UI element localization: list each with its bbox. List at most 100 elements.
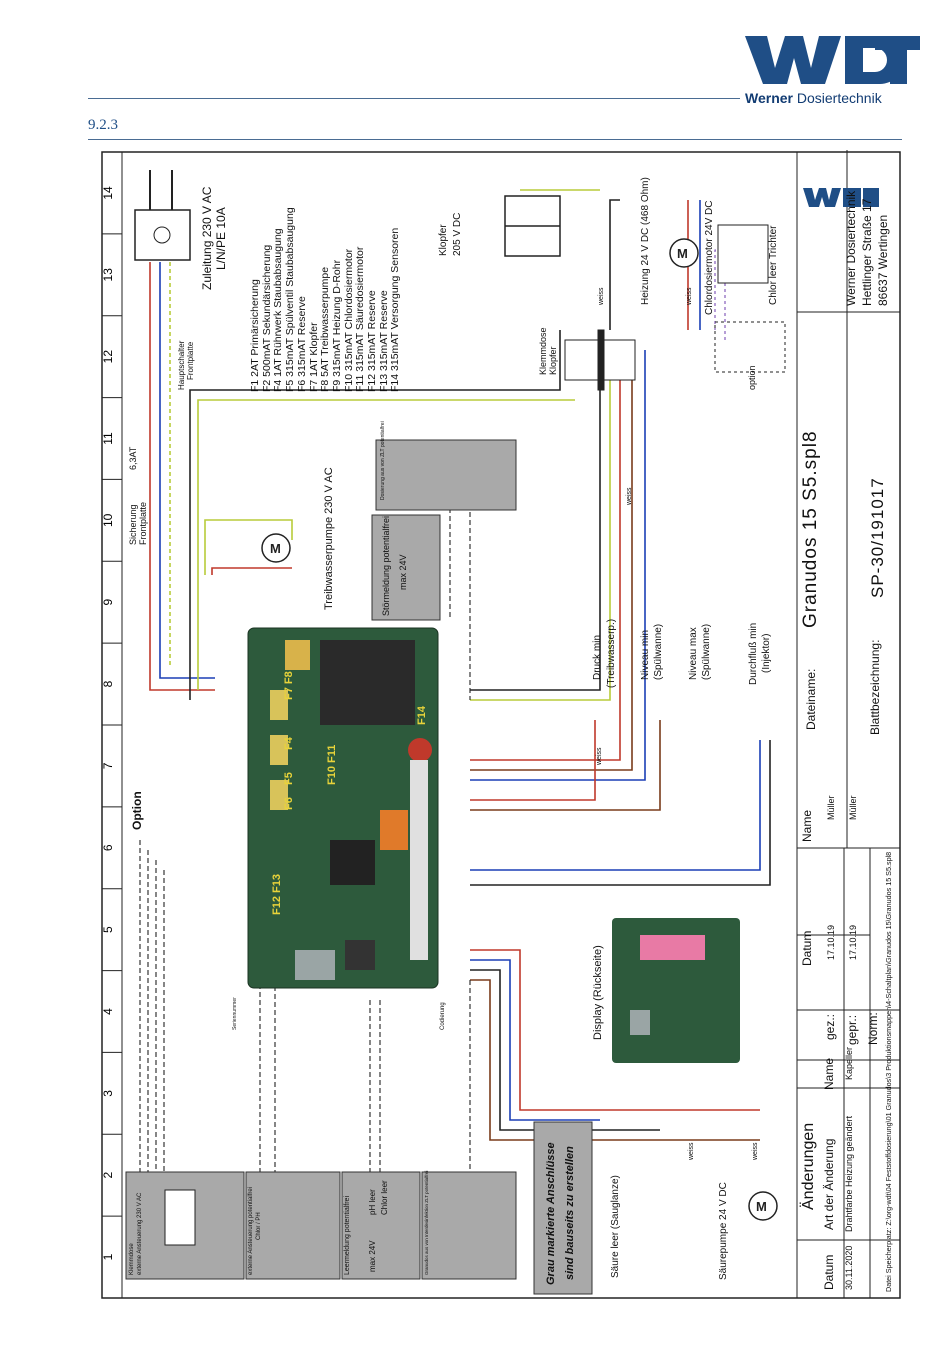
tb-gez-name: Müller	[826, 795, 836, 820]
display-pcb-photo	[612, 918, 740, 1063]
label-max24v2: max 24V	[368, 1240, 377, 1272]
label-saeure-leer: Säure leer (Sauglanze)	[610, 1175, 621, 1278]
tb-city: 86637 Wertingen	[876, 214, 890, 306]
label-codierung: Codierung	[440, 1002, 446, 1030]
grey-boxes	[125, 439, 593, 1295]
label-sicherung: Sicherung	[128, 504, 138, 545]
tb-dateiname-label: Dateiname:	[804, 668, 818, 730]
grid-column-number: 3	[101, 1090, 115, 1097]
label-weiss-2: weiss	[686, 287, 693, 305]
tb-street: Hettlinger Straße 17	[860, 198, 874, 306]
tb-name-col: Name	[822, 1057, 836, 1090]
tb-change-name: Kapeller	[844, 1046, 854, 1080]
tb-gepr: gepr.:	[845, 1014, 859, 1045]
klemmdose-klopfer	[564, 329, 636, 391]
fuse-line: F9 315mAT Heizung D-Rohr	[330, 259, 343, 392]
tb-change-date: 30.11.2020	[844, 1245, 854, 1290]
label-spuelwanne2: (Spülwanne)	[701, 623, 712, 680]
label-klopfer-v: 205 V DC	[452, 212, 463, 256]
motor-symbols	[261, 238, 778, 1221]
fuse-line: F6 315mAT Reserve	[295, 296, 308, 392]
label-weiss-6: weiss	[752, 1142, 759, 1160]
tb-aenderungen: Änderungen	[800, 1122, 817, 1210]
title-block-logo	[803, 188, 879, 207]
grid-column-number: 2	[101, 1172, 115, 1179]
label-klemmdose-klopfer: Klopfer	[548, 346, 558, 375]
klopfer-symbol	[504, 195, 561, 257]
controller-pcb: F7 F8 F4 F5 F6 F10 F11 F14 F12 F13	[247, 627, 439, 989]
tb-dateiname: Granudos 15 S5.spl8	[800, 430, 821, 628]
svg-text:M: M	[677, 246, 688, 261]
label-display: Display (Rückseite)	[592, 945, 604, 1040]
label-klopfer: Klopfer	[438, 224, 449, 256]
label-heizung: Heizung 24 V DC (468 Ohm)	[640, 177, 651, 305]
tb-change-text: Drahtfarbe Heizung geändert	[844, 1115, 854, 1232]
label-extern-ansteuerung: externe Ansteuerung potentialfrei	[248, 1186, 254, 1275]
svg-text:M: M	[756, 1199, 767, 1214]
tb-gez-datum: 17.10.19	[826, 924, 836, 960]
tb-datum-header: Datum	[800, 930, 814, 966]
label-weiss-5: weiss	[688, 1142, 695, 1160]
label-zuleitung: Zuleitung 230 V AC	[200, 186, 214, 290]
svg-text:F6: F6	[283, 797, 295, 810]
mains-plug-symbol	[134, 170, 191, 261]
grid-column-number: 6	[101, 844, 115, 851]
tb-datum-col: Datum	[822, 1254, 836, 1290]
label-niveau-min: Niveau min	[640, 629, 651, 680]
wdt-logo: Werner Dosiertechnik	[745, 28, 920, 108]
label-hauptschalter: Hauptschalter	[177, 340, 186, 390]
label-injektor: (Injektor)	[761, 633, 772, 673]
label-frontplatte2: Frontplatte	[138, 501, 148, 545]
grid-column-number: 7	[101, 762, 115, 769]
tb-gez: gez.:	[823, 1013, 837, 1040]
label-extern-230: externe Ansteuerung 230 V AC	[137, 1192, 143, 1275]
tb-norm: Norm:	[866, 1012, 880, 1045]
label-weiss-1: weiss	[598, 287, 605, 305]
label-stoermeldung: Störmeldung potentialfrei	[381, 515, 391, 616]
label-treibwasserpumpe: Treibwasserpumpe 230 V AC	[323, 467, 335, 610]
title-block	[796, 150, 901, 1299]
label-chlordosiermotor: Chlordosiermotor 24V DC	[704, 200, 715, 316]
grid-column-number: 4	[101, 1008, 115, 1015]
grid-column-number: 5	[101, 926, 115, 933]
tb-name-header: Name	[800, 809, 814, 842]
svg-text:F10 F11: F10 F11	[326, 745, 338, 785]
svg-text:M: M	[270, 541, 281, 556]
tb-gepr-name: Müller	[848, 795, 858, 820]
label-niveau-max: Niveau max	[688, 627, 699, 680]
label-ph-leer: pH leer	[368, 1189, 377, 1215]
label-druck-min: Druck min	[592, 634, 603, 680]
label-max24v: max 24V	[398, 554, 408, 590]
grid-column-number: 11	[101, 432, 115, 445]
svg-text:F5: F5	[283, 772, 295, 785]
label-granudos-aus: Granudos aus von Interdesinfektion ZLT p…	[424, 1170, 429, 1275]
fuse-line: F12 315mAT Reserve	[366, 290, 379, 392]
label-option2: Option	[130, 791, 144, 830]
svg-text:F4: F4	[283, 736, 295, 750]
tb-gepr-datum: 17.10.19	[848, 924, 858, 960]
label-leermeldung: Leermeldung potentialfrei	[344, 1196, 351, 1275]
label-fuse63: 6,3AT	[128, 446, 138, 470]
grid-column-number: 8	[101, 680, 115, 687]
label-dosierung-aus: Dosierung aus von ZLT potentialfrei	[380, 421, 386, 500]
section-number: 9.2.3	[88, 117, 118, 133]
label-weiss-4: weiss	[596, 747, 603, 765]
grid-column-number: 1	[101, 1253, 115, 1260]
grid-column-number: 14	[101, 186, 115, 200]
label-frontplatte: Frontplatte	[186, 341, 195, 380]
label-weiss-3: weiss	[626, 487, 633, 505]
label-lnpe: L/N/PE 10A	[214, 207, 228, 270]
fuse-line: F14 315mAT Versorgung Sensoren	[389, 227, 402, 392]
label-chlor-ph: Chlor / PH	[256, 1212, 262, 1240]
tb-blatt-label: Blattbezeichnung:	[868, 639, 882, 735]
grid-column-number: 13	[101, 268, 115, 282]
section-rule	[88, 139, 902, 140]
grid-column-number: 10	[101, 513, 115, 527]
label-klemmdose: Klemmdose	[538, 327, 548, 375]
fuse-line: F1 2AT Primärsicherung	[249, 279, 261, 392]
grid-column-number: 12	[101, 350, 115, 364]
brand-tagline: Werner Dosiertechnik	[745, 90, 882, 106]
tb-art-col: Art der Änderung	[822, 1138, 836, 1230]
